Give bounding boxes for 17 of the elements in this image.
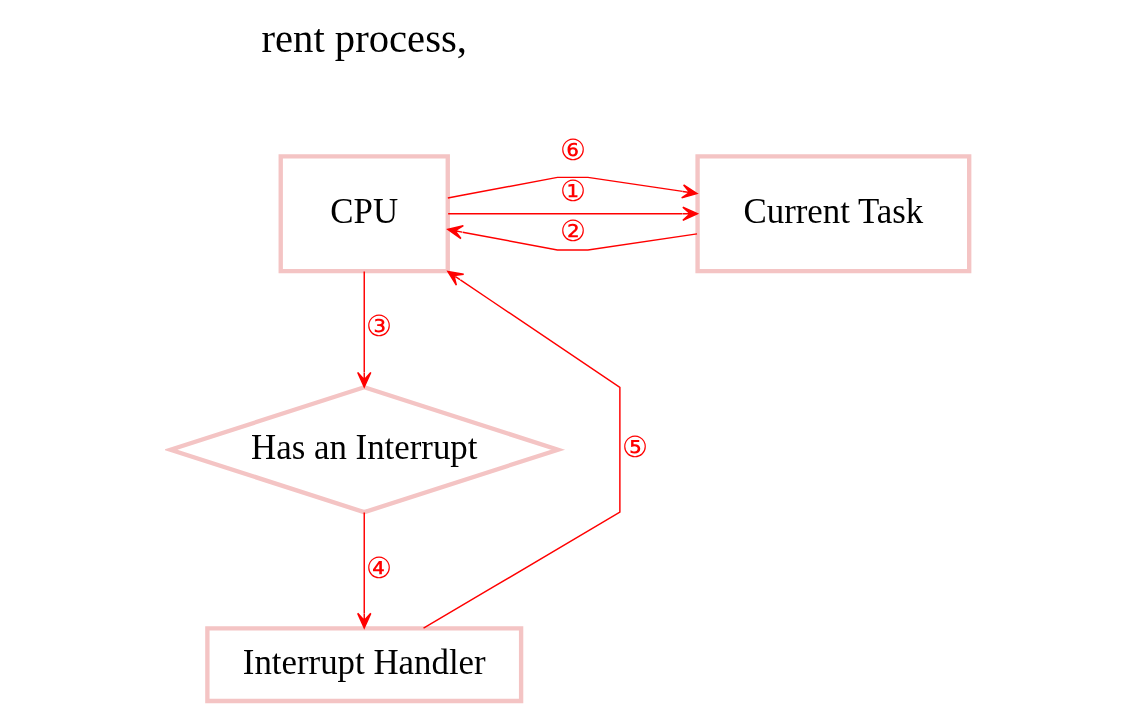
edge-label: ⑤ [622, 430, 649, 463]
edge-label: ④ [366, 551, 393, 584]
arrow [447, 206, 699, 221]
node-box: Current Task [695, 154, 972, 274]
arrow [447, 224, 698, 251]
edge-label: ② [559, 215, 586, 248]
node-diamond: Has an Interrupt [165, 385, 566, 515]
node-box: Interrupt Handler [205, 626, 524, 704]
label: rent process, [261, 16, 467, 62]
edge-label: ③ [366, 310, 393, 343]
arrow [447, 176, 698, 199]
arrow [357, 270, 372, 388]
node-box: CPU [278, 154, 450, 274]
arrow [422, 270, 621, 629]
arrow [357, 511, 372, 629]
edge-label: ⑥ [559, 133, 586, 166]
edge-label: ① [559, 174, 586, 207]
